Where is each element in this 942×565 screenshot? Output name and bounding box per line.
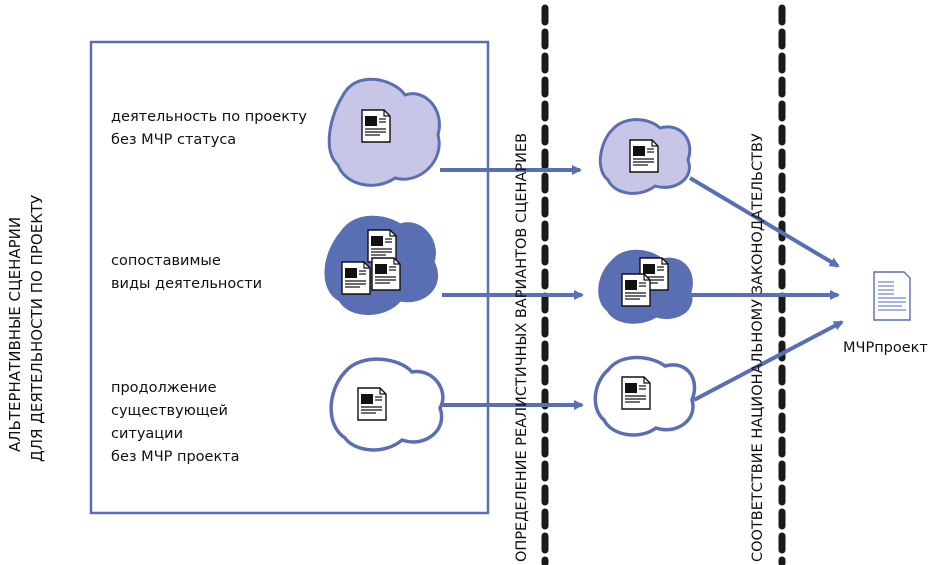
side-title-line-1: АЛЬТЕРНАТИВНЫЕ СЦЕНАРИИ xyxy=(6,216,24,452)
scenario-1-line-2: без МЧР статуса xyxy=(111,132,237,148)
scenario-3-label: продолжение существующей ситуации без МЧ… xyxy=(111,377,240,469)
scenario-3-line-4: без МЧР проекта xyxy=(111,449,240,465)
scenario-3-doc-icon xyxy=(357,387,387,421)
arrow-realistic-1 xyxy=(688,176,840,268)
realistic-2-doc-icon-b xyxy=(621,273,651,307)
side-title-line-2: ДЛЯ ДЕЯТЕЛЬНОСТИ ПО ПРОЕКТУ xyxy=(28,194,46,462)
output-doc-icon xyxy=(873,271,911,321)
scenario-2-doc-icon-c xyxy=(371,257,401,291)
barrier-1-label: ОПРЕДЕЛЕНИЕ РЕАЛИСТИЧНЫХ ВАРИАНТОВ СЦЕНА… xyxy=(514,132,530,562)
realistic-1-doc-icon xyxy=(629,139,659,173)
scenario-3-line-2: существующей xyxy=(111,403,228,419)
realistic-3-doc-icon xyxy=(621,376,651,410)
scenario-3-blob xyxy=(329,357,445,452)
scenario-2-label: сопоставимые виды деятельности xyxy=(111,250,262,296)
scenario-2-line-1: сопоставимые xyxy=(111,253,221,269)
output-label: МЧРпроект xyxy=(843,340,928,356)
scenario-1-doc-icon xyxy=(361,109,391,143)
scenario-1-label: деятельность по проекту без МЧР статуса xyxy=(111,106,307,152)
scenarios-frame xyxy=(89,40,490,515)
scenario-2-line-2: виды деятельности xyxy=(111,276,263,292)
scenario-3-line-3: ситуации xyxy=(111,426,184,442)
scenario-2-doc-icon-b xyxy=(341,261,371,295)
barrier-2-label: СООТВЕТСТВИЕ НАЦИОНАЛЬНОМУ ЗАКОНОДАТЕЛЬС… xyxy=(750,133,766,562)
scenario-3-line-1: продолжение xyxy=(111,380,217,396)
scenario-2-doc-icon-a xyxy=(367,229,397,263)
scenario-1-line-1: деятельность по проекту xyxy=(111,109,307,125)
arrow-realistic-3 xyxy=(693,320,844,402)
